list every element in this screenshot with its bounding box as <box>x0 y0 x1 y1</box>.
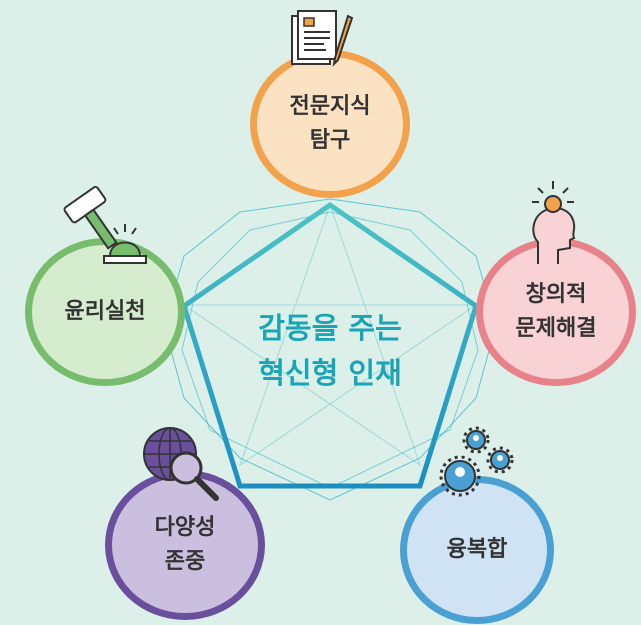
node-creative-line1: 창의적 <box>525 281 587 307</box>
node-creative-line2: 문제해결 <box>515 316 597 341</box>
gears-people-icon <box>439 426 514 497</box>
node-expertise-line2: 탐구 <box>309 128 351 153</box>
node-diversity-line1: 다양성 <box>154 514 216 540</box>
pentagon <box>181 201 479 489</box>
node-ethics-label: 윤리실천 <box>64 298 146 324</box>
node-diversity-line2: 존중 <box>164 549 206 574</box>
documents-pen-icon <box>291 10 354 67</box>
globe-magnifier-icon <box>143 427 219 501</box>
node-expertise-line1: 전문지식 <box>289 93 371 119</box>
head-lightbulb-icon <box>532 181 576 264</box>
center-title: 감동을 주는 혁신형 인재 <box>200 306 460 396</box>
center-title-line1: 감동을 주는 <box>258 311 402 345</box>
node-convergence-label: 융복합 <box>446 536 508 562</box>
star-lines <box>182 204 478 467</box>
node-expertise: 전문지식 탐구 <box>250 50 410 198</box>
decagon-outer <box>163 198 497 501</box>
node-convergence: 융복합 <box>400 476 554 624</box>
node-creative: 창의적 문제해결 <box>476 238 636 386</box>
center-title-line2: 혁신형 인재 <box>258 355 402 390</box>
gavel-bell-icon <box>63 186 147 264</box>
